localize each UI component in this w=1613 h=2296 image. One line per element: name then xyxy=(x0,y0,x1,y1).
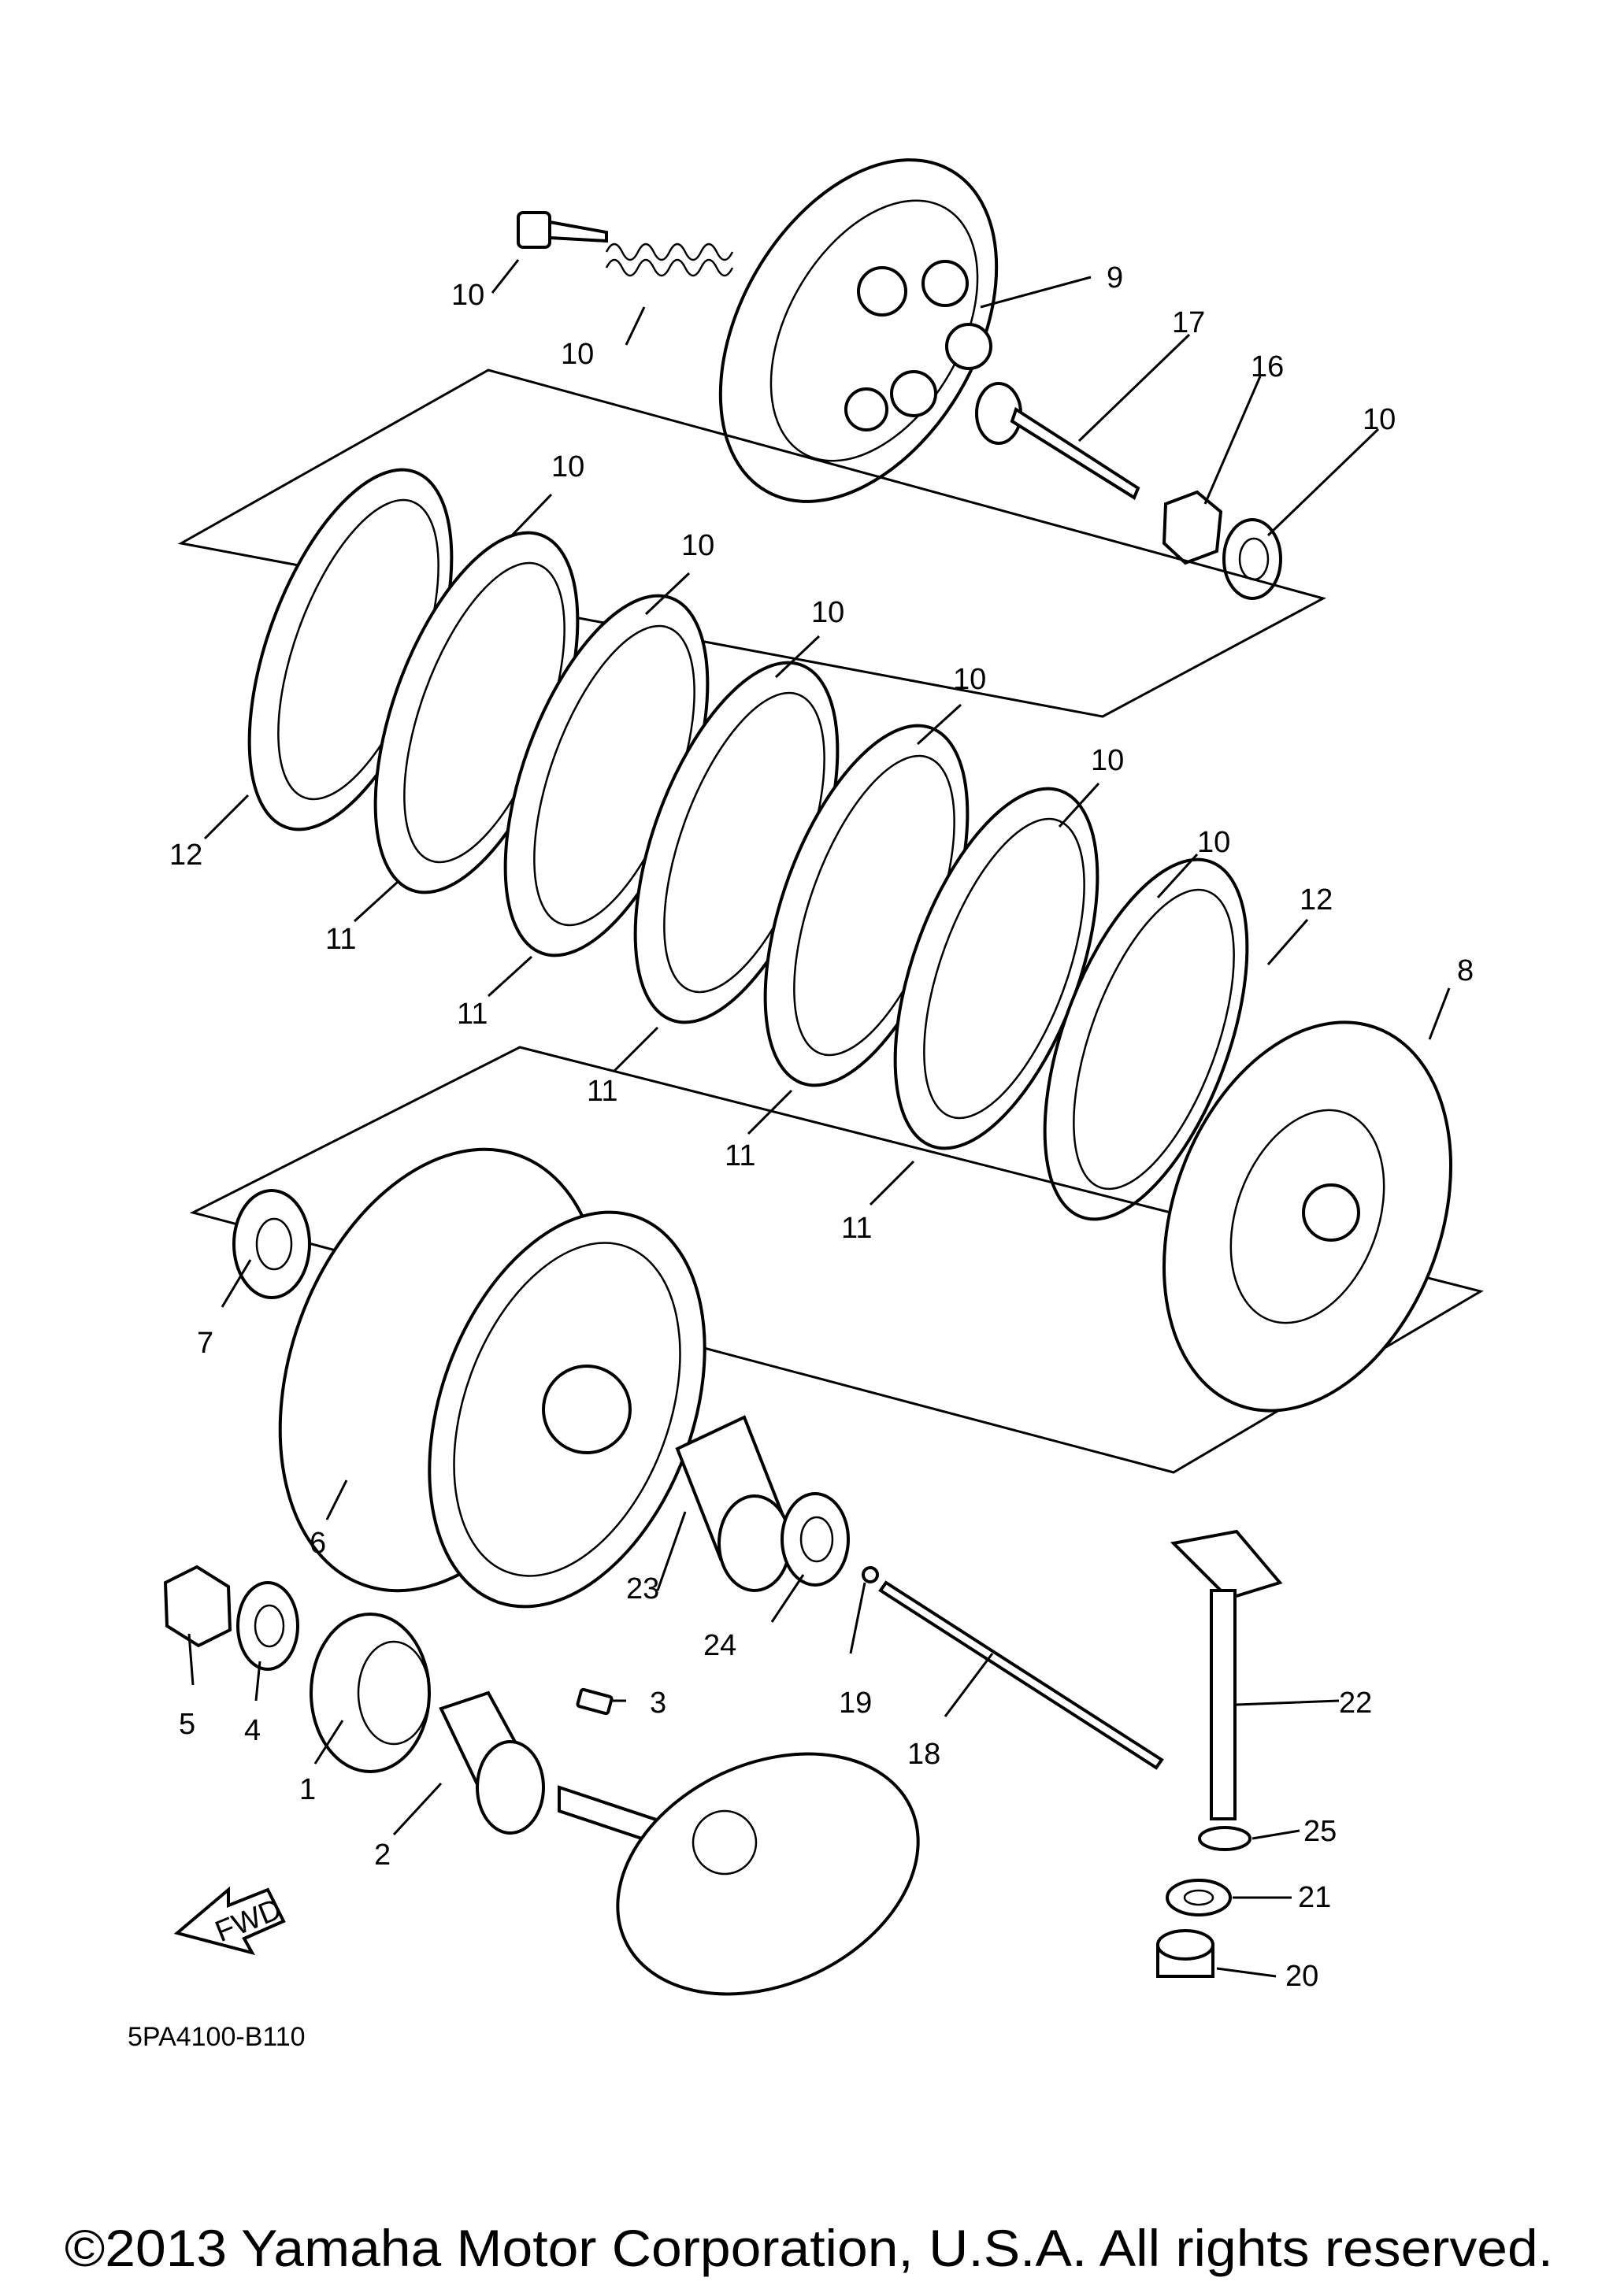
callout-2: 2 xyxy=(374,1839,391,1872)
diagram-code: 5PA4100-B110 xyxy=(128,2022,306,2052)
callout-3: 3 xyxy=(650,1687,666,1720)
callout-18: 18 xyxy=(907,1738,940,1771)
callout-11a: 11 xyxy=(325,923,356,956)
callout-19: 19 xyxy=(839,1687,872,1720)
lock-washer-part xyxy=(236,1581,299,1671)
pressure-plate-group xyxy=(517,158,1282,600)
callout-15: 10 xyxy=(1363,403,1396,436)
callout-10a: 10 xyxy=(551,450,584,483)
callout-10d: 10 xyxy=(953,663,986,696)
callout-23: 23 xyxy=(626,1572,659,1605)
callout-9: 9 xyxy=(1107,261,1123,294)
callout-14: 10 xyxy=(451,279,484,312)
callout-8: 8 xyxy=(1457,954,1474,987)
callout-10e: 10 xyxy=(1091,744,1124,777)
torsion-spring-part xyxy=(1198,1826,1251,1851)
pressure-plate-part xyxy=(718,158,999,503)
clutch-boss-part xyxy=(1162,1020,1453,1413)
push-rod-long-part xyxy=(878,1580,1164,1770)
callout-4: 4 xyxy=(244,1714,261,1747)
callout-11b: 11 xyxy=(457,998,488,1031)
collar-part xyxy=(439,1691,545,1835)
washer-24-part xyxy=(781,1492,850,1587)
bearing-part xyxy=(1156,1929,1214,1978)
balancer-part xyxy=(558,1752,920,1996)
copyright-notice: ©2013 Yamaha Motor Corporation, U.S.A. A… xyxy=(65,2219,1553,2277)
callout-21: 21 xyxy=(1298,1881,1331,1914)
fwd-arrow-icon: FWD xyxy=(173,1886,286,1956)
callout-13: 10 xyxy=(561,338,594,371)
ball-part xyxy=(862,1566,879,1583)
callout-10b: 10 xyxy=(681,529,714,562)
nut-part xyxy=(1162,490,1223,565)
callout-10c: 10 xyxy=(811,596,844,629)
hub-group xyxy=(189,1020,1484,1609)
push-lever-shaft-part xyxy=(1170,1529,1283,1820)
callout-6: 6 xyxy=(310,1527,326,1560)
clutch-housing-part xyxy=(278,1147,706,1609)
oil-seal-part xyxy=(1166,1879,1232,1916)
key-part xyxy=(576,1687,614,1716)
hub-nut-part xyxy=(163,1565,232,1648)
callout-11d: 11 xyxy=(725,1139,755,1172)
callout-22: 22 xyxy=(1339,1687,1372,1720)
callout-25: 25 xyxy=(1303,1815,1337,1848)
callout-11e: 11 xyxy=(841,1212,872,1245)
bolt-part xyxy=(517,211,608,249)
callout-labels: 10 10 9 17 16 10 10 10 10 10 10 10 12 12… xyxy=(169,261,1474,1993)
spring-part xyxy=(605,243,734,277)
callout-1: 1 xyxy=(299,1773,316,1806)
callout-11c: 11 xyxy=(587,1075,617,1108)
callout-10f: 10 xyxy=(1197,826,1230,859)
callout-20: 20 xyxy=(1285,1960,1318,1993)
clutch-plate-stack xyxy=(177,368,1327,1221)
callout-16: 16 xyxy=(1251,350,1284,383)
callout-5: 5 xyxy=(179,1708,195,1741)
callout-12a: 12 xyxy=(169,839,202,872)
callout-7: 7 xyxy=(197,1327,213,1360)
push-rod-part xyxy=(975,382,1140,500)
thrust-washer-part xyxy=(232,1189,311,1299)
lower-parts-group xyxy=(163,1529,1283,1996)
primary-drive-gear-part xyxy=(310,1613,431,1773)
callout-17: 17 xyxy=(1172,306,1205,339)
callout-24: 24 xyxy=(703,1629,736,1662)
friction-plate-part xyxy=(247,468,1249,1221)
spacer-part xyxy=(675,1415,792,1592)
callout-12b: 12 xyxy=(1300,883,1333,917)
leader-lines xyxy=(187,259,1451,1978)
